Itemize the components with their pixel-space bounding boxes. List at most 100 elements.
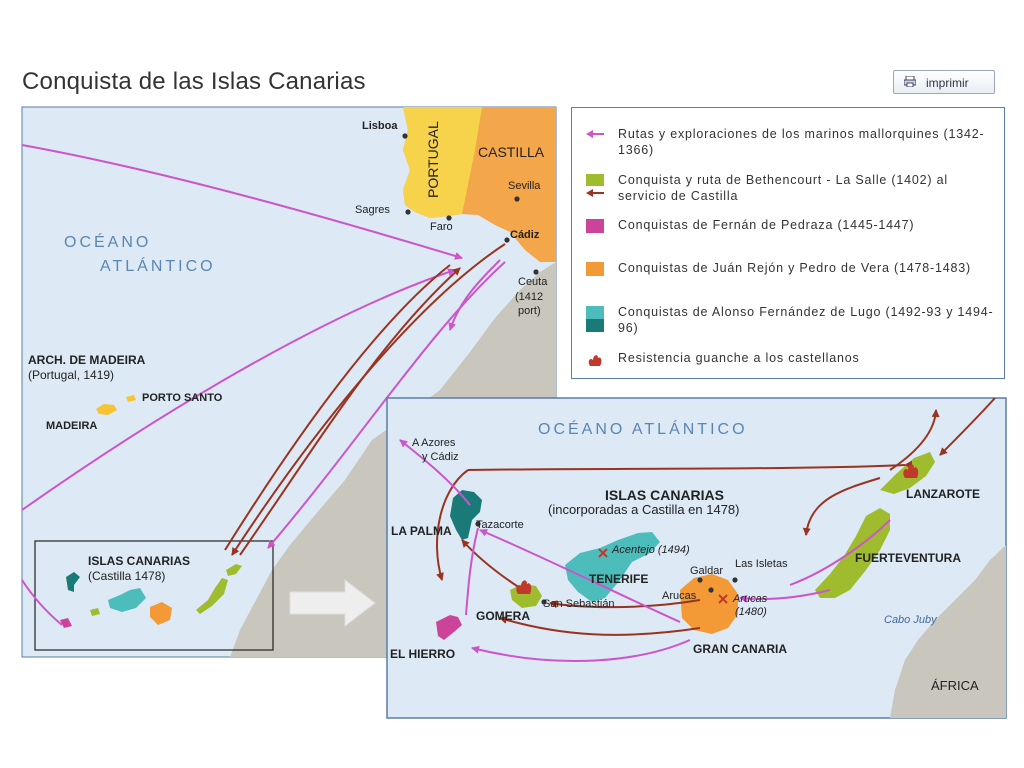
el-hierro-island [436,615,462,640]
sevilla-label: Sevilla [508,180,541,192]
las-isletas-label: Las Isletas [735,558,788,570]
fire-icon [903,464,919,478]
route-inset-brown-8 [549,599,701,609]
fire-icon [588,355,602,366]
canarias-main-label: ISLAS CANARIAS [88,554,191,568]
route-inset-purple-5 [479,529,681,623]
route-inset-purple-4 [471,639,691,662]
tazacorte-label: Tazacorte [476,519,524,531]
route-mallorquin-1 [21,144,463,260]
galdar-label: Galdar [690,565,724,577]
la-palma-label: LA PALMA [391,524,452,538]
print-button[interactable]: imprimir [893,70,995,94]
el-hierro-label: EL HIERRO [390,647,456,661]
print-button-label: imprimir [926,76,969,90]
porto-santo-island [126,395,136,402]
ocean-label-1: OCÉANO [64,234,152,251]
mini-lanzarote [226,564,242,576]
faro-label: Faro [430,221,453,233]
inset-ocean-label: OCÉANO ATLÁNTICO [538,421,748,438]
canarias-inset-frame [34,540,274,651]
mini-gran-canaria [150,602,172,625]
legend-text: Conquista y ruta de Bethencourt - La Sal… [618,173,948,203]
lanzarote-label: LANZAROTE [906,487,980,501]
route-inset-purple-2 [739,589,831,603]
inset-canarias-label: ISLAS CANARIAS [605,487,725,503]
route-mallorquin-5 [21,579,63,626]
route-bethencourt-2 [224,264,451,551]
tazacorte-dot [475,521,481,527]
route-inset-brown-5 [939,397,996,456]
tenerife-island [565,532,660,602]
mini-fuerteventura [196,578,228,614]
mini-gomera [90,608,100,616]
route-bethencourt-3 [239,267,461,556]
route-inset-brown-3 [802,477,881,536]
purple-arrow-icon [586,130,604,138]
route-inset-brown-6 [499,616,701,636]
la-palma-island [450,490,482,540]
route-inset-purple-6 [465,527,479,616]
legend-text: Conquistas de Alonso Fernández de Lugo (… [618,305,994,335]
legend-text: Resistencia guanche a los castellanos [618,351,860,365]
madeira-arch-label: ARCH. DE MADEIRA [28,353,146,367]
lisboa-label: Lisboa [362,120,398,132]
mini-hierro [60,618,72,628]
orange-box-icon [586,262,604,276]
sevilla-dot [514,196,520,202]
inset-map-sea [386,397,1007,719]
castilla-label: CASTILLA [478,144,545,160]
faro-dot [446,215,452,221]
zoom-arrow [289,578,376,628]
legend-text: Rutas y exploraciones de los marinos mal… [618,127,985,157]
cadiz-label: Cádiz [510,229,540,241]
gomera-label: GOMERA [476,609,530,623]
san-sebastian-dot [541,599,547,605]
portugal-region [403,107,482,218]
cabo-juby-label: Cabo Juby [884,614,937,626]
route-inset-brown-1 [467,460,913,471]
madeira-arch-sub: (Portugal, 1419) [28,368,115,382]
acentejo-label: Acentejo (1494) [612,544,690,556]
gran-canaria-island [680,574,738,634]
inset-map [386,397,1007,719]
arucas-label: Arucas [662,590,697,602]
porto-santo-label: PORTO SANTO [142,392,223,404]
page-title: Conquista de las Islas Canarias [22,68,366,95]
route-inset-brown-2 [436,469,469,581]
fuerteventura-label: FUERTEVENTURA [855,551,962,565]
arucas-battle-label-1: Arucas [733,593,768,605]
galdar-dot [697,577,703,583]
africa-coast-inset [890,545,1006,718]
printer-icon [904,76,916,87]
lisboa-dot [402,133,408,139]
azores-label-2: y Cádiz [422,451,459,463]
route-mallorquin-2 [21,268,456,511]
sagres-dot [405,209,411,215]
portugal-label: PORTUGAL [425,121,441,198]
route-mallorquin-4 [267,261,506,549]
san-sebastian-label: San Sebastián [543,598,615,610]
ceuta-dot [533,269,539,275]
arucas-dot [708,587,714,593]
arucas-battle-label-2: (1480) [735,606,767,618]
las-isletas-dot [732,577,738,583]
battle-x-icon [598,548,608,558]
azores-label-1: A Azores [412,437,456,449]
cadiz-dot [504,237,510,243]
ocean-label-2: ATLÁNTICO [100,258,216,275]
ceuta-detail-1: (1412 [515,291,544,303]
ceuta-detail-2: port) [518,305,541,317]
legend-text: Conquistas de Fernán de Pedraza (1445-14… [618,218,915,232]
route-inset-purple-1 [399,439,471,506]
teal-box-icon [586,306,604,332]
legend-text: Conquistas de Juán Rejón y Pedro de Vera… [618,261,971,275]
green-box-icon [586,174,604,197]
route-inset-brown-4 [889,409,940,471]
route-inset-brown-7 [461,539,521,589]
mini-la-palma [66,572,80,592]
gran-canaria-label: GRAN CANARIA [693,642,787,656]
sagres-label: Sagres [355,204,390,216]
canarias-main-sub: (Castilla 1478) [88,569,166,583]
